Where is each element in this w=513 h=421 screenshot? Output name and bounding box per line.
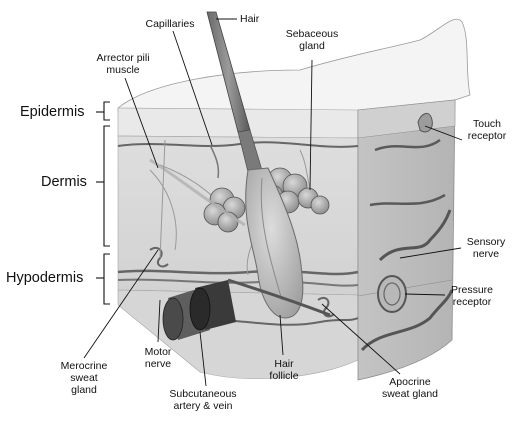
label-touch-receptor: Touch receptor [463,118,511,142]
layer-label-hypodermis: Hypodermis [6,270,83,286]
label-hair: Hair [240,13,259,25]
label-hair-follicle: Hair follicle [264,358,304,382]
layer-label-dermis: Dermis [41,174,87,190]
label-capillaries: Capillaries [130,18,210,30]
label-motor-nerve: Motor nerve [134,346,182,370]
side-face [358,100,455,380]
label-pressure-receptor: Pressure receptor [442,284,502,308]
label-arrector-pili-muscle: Arrector pili muscle [78,52,168,76]
label-merocrine-sweat-gland: Merocrine sweat gland [52,360,116,396]
label-apocrine-sweat-gland: Apocrine sweat gland [370,376,450,400]
label-subcutaneous-artery-vein: Subcutaneous artery & vein [158,388,248,412]
pressure-receptor-shape [378,276,406,312]
layer-label-epidermis: Epidermis [20,104,84,120]
label-sebaceous-gland: Sebaceous gland [276,28,348,52]
label-sensory-nerve: Sensory nerve [462,236,510,260]
